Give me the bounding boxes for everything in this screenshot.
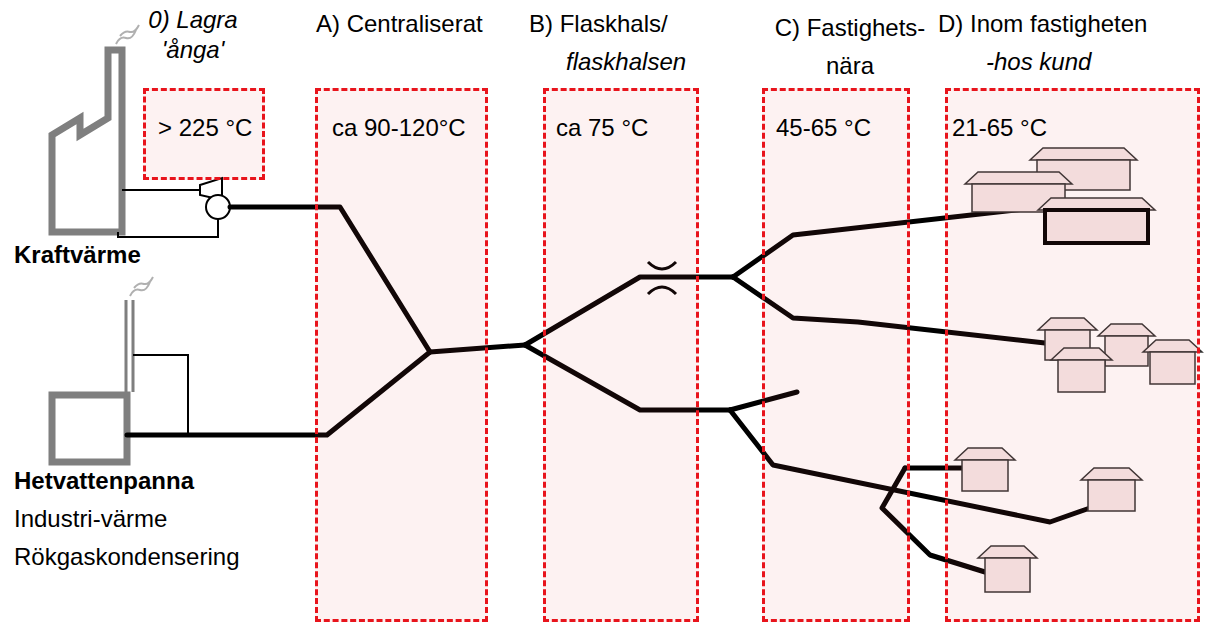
temperature-value: ca 90-120°C [332, 113, 466, 143]
zone-subheading: flaskhalsen [566, 47, 686, 77]
temperature-zone: A) Centraliseratca 90-120°C [315, 88, 488, 622]
illustration-stroke [118, 219, 218, 237]
temperature-value: 21-65 °C [952, 113, 1047, 143]
temperature-zone: D) Inom fastigheten-hos kund21-65 °C [945, 88, 1200, 622]
temperature-value: 45-65 °C [776, 113, 871, 143]
zone-heading: B) Flaskhals/ [529, 9, 668, 39]
source-label: Industri-värme [14, 504, 167, 534]
source-label: Rökgaskondensering [14, 542, 239, 572]
temperature-zone: B) Flaskhals/flaskhalsenca 75 °C [543, 88, 699, 622]
illustration-stroke [133, 355, 188, 435]
illustration-stroke [130, 277, 153, 296]
plant-label: Kraftvärme [14, 240, 141, 270]
temperature-zone: C) Fastighets- nära45-65 °C [762, 88, 910, 622]
illustration-stroke [122, 189, 200, 191]
illustration-stroke [206, 195, 230, 219]
zone-heading: A) Centraliserat [316, 9, 483, 39]
plant-label: Hetvattenpanna [14, 466, 194, 496]
illustration-stroke [52, 50, 122, 232]
illustration-stroke [52, 395, 127, 462]
zone-heading: D) Inom fastigheten [938, 9, 1147, 39]
illustration-stroke [126, 300, 133, 392]
zone-heading: C) Fastighets- nära [761, 9, 939, 85]
chp-plant [52, 25, 139, 232]
temperature-zone: 0) Lagra 'ånga'> 225 °C [143, 88, 265, 180]
temperature-value: > 225 °C [158, 113, 252, 143]
illustration-stroke [116, 25, 139, 44]
temperature-value: ca 75 °C [556, 113, 648, 143]
zone-heading: 0) Lagra 'ånga' [134, 5, 252, 65]
zone-subheading: -hos kund [986, 47, 1091, 77]
turbine-circuit [118, 178, 230, 237]
